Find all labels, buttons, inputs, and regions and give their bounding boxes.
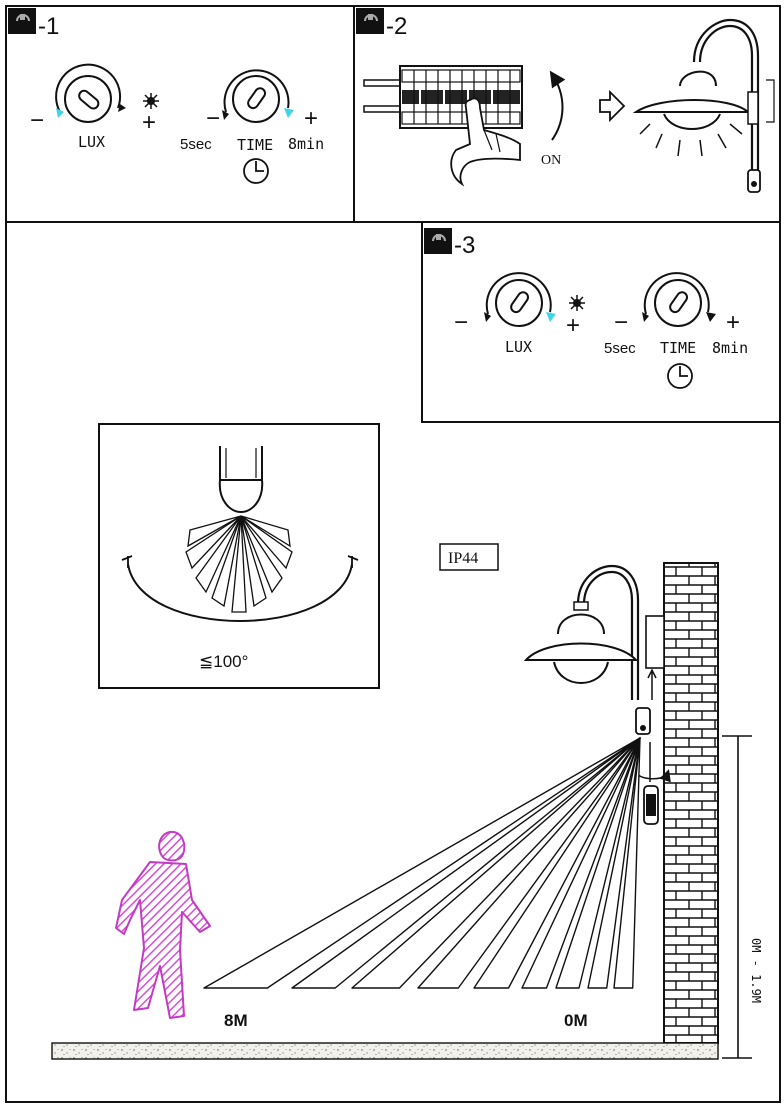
time-label: TIME bbox=[660, 339, 696, 357]
time-minus: − bbox=[614, 309, 628, 336]
detection-beam bbox=[521, 737, 641, 989]
clock-icon bbox=[667, 363, 693, 389]
sensor-icon bbox=[635, 707, 651, 735]
time-max-label: 8min bbox=[288, 135, 324, 153]
lux-minus: − bbox=[30, 107, 44, 134]
step-badge-icon bbox=[8, 8, 36, 34]
step-badge-icon bbox=[424, 228, 452, 254]
breaker-panel[interactable] bbox=[363, 65, 523, 129]
step-badge-icon bbox=[356, 8, 384, 34]
detection-beam bbox=[417, 737, 641, 989]
time-knob[interactable] bbox=[222, 69, 294, 123]
rotate-arrow-icon bbox=[546, 312, 556, 322]
sensor-icon bbox=[747, 169, 761, 193]
mount-height-label: 0M - 1.9M bbox=[749, 938, 763, 1003]
sensor-icon bbox=[218, 446, 264, 514]
time-max-label: 8min bbox=[712, 339, 748, 357]
hand-icon bbox=[450, 97, 521, 187]
range-far-label: 8M bbox=[224, 1011, 248, 1030]
panel-step-1: -1 − + LUX − + 5sec TIME bbox=[8, 8, 324, 184]
range-near-label: 0M bbox=[564, 1011, 588, 1030]
time-minus: − bbox=[206, 105, 220, 132]
step-3-label: -3 bbox=[454, 232, 475, 259]
panel-step-2: -2 ON bbox=[356, 8, 775, 193]
lux-plus: + bbox=[142, 109, 156, 136]
brick-wall bbox=[663, 562, 719, 1044]
ground-strip bbox=[51, 1042, 719, 1060]
lux-label: LUX bbox=[78, 133, 105, 151]
step-1-label: -1 bbox=[38, 13, 59, 40]
time-plus: + bbox=[726, 309, 740, 336]
time-min-label: 5sec bbox=[604, 340, 636, 357]
sun-icon: + bbox=[142, 93, 159, 136]
on-label: ON bbox=[541, 153, 561, 168]
sun-icon bbox=[569, 295, 585, 311]
moon-icon: − bbox=[30, 96, 44, 134]
right-arrow-icon bbox=[599, 89, 626, 123]
detection-beam bbox=[587, 737, 641, 989]
lamp-icon bbox=[632, 18, 775, 193]
lux-minus: − bbox=[454, 309, 468, 336]
lux-knob[interactable] bbox=[55, 63, 126, 123]
detection-arc bbox=[127, 563, 353, 622]
step-2-label: -2 bbox=[386, 13, 407, 40]
clock-icon bbox=[243, 158, 269, 184]
time-knob[interactable] bbox=[642, 272, 716, 327]
detection-beam bbox=[203, 737, 641, 989]
detection-beams bbox=[203, 737, 641, 989]
detection-beam bbox=[473, 737, 641, 989]
time-plus: + bbox=[304, 105, 318, 132]
time-label: TIME bbox=[237, 136, 273, 154]
angle-label: ≦100° bbox=[199, 652, 248, 671]
panel-step-3: -3 − + LUX − + 5sec TIME 8min bbox=[421, 221, 781, 423]
rotate-arrow-icon bbox=[56, 108, 64, 118]
ip-rating-badge: IP44 bbox=[439, 543, 499, 571]
mount-height-dimension: 0M - 1.9M bbox=[722, 735, 763, 1059]
outer-frame bbox=[5, 5, 781, 1103]
lamp-icon bbox=[523, 564, 671, 825]
detection-beam bbox=[351, 737, 641, 989]
detection-angle-panel: ≦100° bbox=[98, 423, 380, 689]
person-icon bbox=[115, 830, 211, 1019]
detection-fan bbox=[185, 515, 293, 613]
rotate-arrow-icon bbox=[549, 70, 566, 141]
detection-beam bbox=[613, 737, 641, 989]
detection-beam bbox=[555, 737, 641, 989]
lux-knob[interactable] bbox=[484, 272, 556, 327]
lux-plus: + bbox=[566, 312, 580, 339]
time-min-label: 5sec bbox=[180, 136, 212, 153]
ip-rating-label: IP44 bbox=[448, 550, 478, 567]
lux-label: LUX bbox=[505, 338, 532, 356]
detection-beam bbox=[291, 737, 641, 989]
rotate-arrow-icon bbox=[284, 108, 294, 118]
